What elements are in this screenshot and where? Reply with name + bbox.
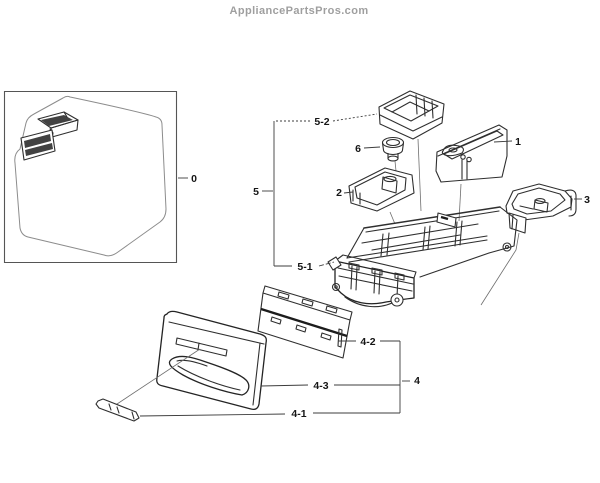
part-label-2: 2	[336, 187, 342, 199]
part-label-6: 6	[355, 143, 361, 155]
callout-bracket-5: 5-2 5 5-1	[253, 114, 377, 273]
part-4-2-bracket	[258, 286, 352, 358]
callout-bracket-4: 4-2 4 4-3 4-1	[140, 336, 420, 420]
overview-frame	[5, 92, 177, 263]
part-label-1: 1	[515, 136, 521, 148]
part-label-3: 3	[584, 194, 590, 206]
assembly-line-1	[459, 184, 461, 221]
part-label-5-2: 5-2	[314, 116, 329, 128]
washer-outline	[15, 96, 166, 255]
watermark-text: AppliancePartsPros.com	[229, 5, 368, 17]
leader-line-1	[494, 141, 512, 142]
overview-box-part-0: 0	[5, 92, 197, 263]
part-label-4-2: 4-2	[360, 336, 375, 348]
leader-line-6	[364, 147, 380, 148]
part-5-1-housing	[328, 207, 517, 307]
washer-drawer-detail	[21, 112, 78, 160]
assembly-line-4-1	[114, 349, 200, 406]
part-4-3-front-panel	[114, 311, 266, 409]
assembly-line-3	[481, 233, 519, 305]
part-4-1-strip	[96, 399, 139, 421]
part-1-box: 1	[436, 125, 521, 221]
part-label-5-1: 5-1	[297, 261, 312, 273]
part-label-4-3: 4-3	[313, 380, 328, 392]
leader-line-2	[344, 192, 353, 193]
part-3-tray: 3	[481, 184, 590, 305]
part-2-tray: 2	[336, 168, 414, 224]
part-label-5: 5	[253, 186, 259, 198]
part-label-4-1: 4-1	[291, 408, 306, 420]
part-label-4: 4	[414, 375, 420, 387]
part-5-2-cover-tray	[379, 91, 444, 211]
assembly-line-2	[390, 212, 395, 224]
assembly-line-5-2	[418, 139, 421, 211]
part-label-0: 0	[191, 173, 197, 185]
